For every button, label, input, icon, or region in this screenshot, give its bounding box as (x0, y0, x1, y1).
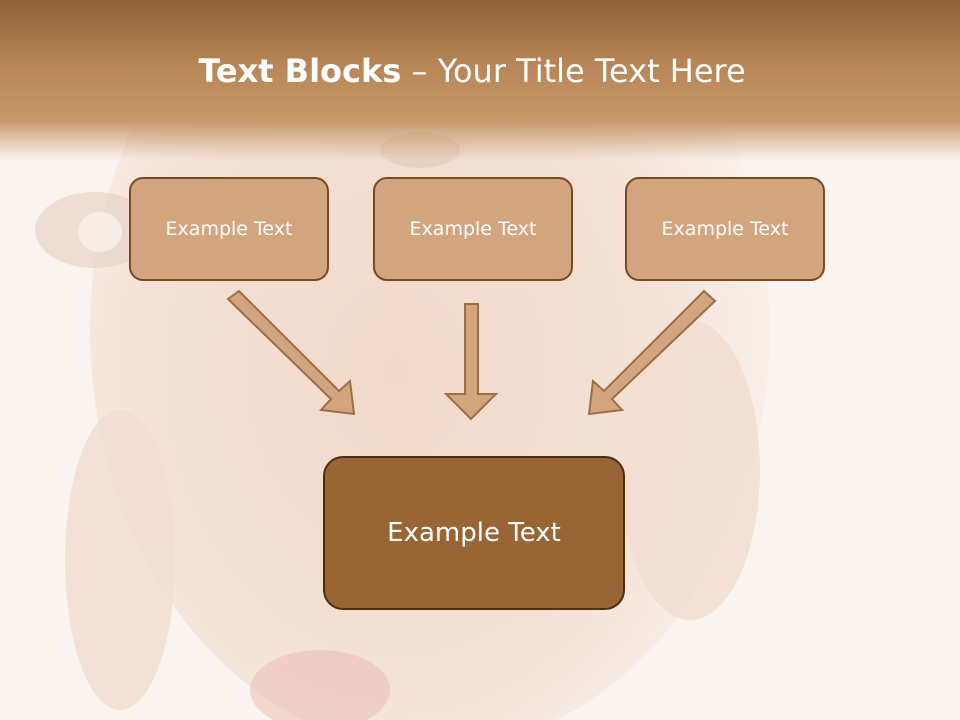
text-block-2[interactable]: Example Text (373, 177, 573, 281)
arrow-center-down (443, 303, 499, 421)
arrow-right-diagonal (587, 289, 717, 416)
header-band (0, 0, 960, 160)
title-dash: – (401, 52, 438, 90)
arrow-left-diagonal (226, 289, 356, 416)
text-block-1-label: Example Text (165, 218, 293, 240)
main-text-block-label: Example Text (387, 518, 561, 548)
title-rest: Your Title Text Here (437, 52, 746, 90)
title-bold: Text Blocks (198, 52, 402, 90)
main-text-block[interactable]: Example Text (323, 456, 625, 610)
text-block-2-label: Example Text (409, 218, 537, 240)
text-block-3[interactable]: Example Text (625, 177, 825, 281)
slide-title: Text Blocks – Your Title Text Here (0, 52, 944, 90)
text-block-1[interactable]: Example Text (129, 177, 329, 281)
text-block-3-label: Example Text (661, 218, 789, 240)
